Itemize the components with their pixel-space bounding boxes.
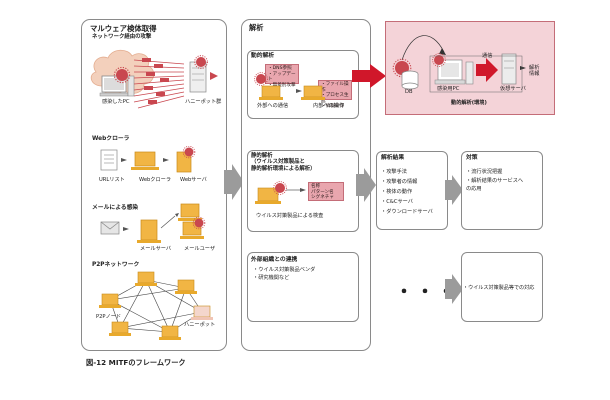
results-heading: 解析結果: [381, 155, 405, 161]
network-attack-diagram: [90, 49, 218, 109]
env-inner-frame: [429, 55, 523, 93]
p2p-node-icon: [109, 321, 131, 336]
p2p-node-icon: [175, 279, 197, 294]
analysis-panel-title: 解析: [249, 23, 264, 32]
results-item: ・攻撃者の情報: [381, 179, 418, 185]
url-list-icon: [100, 149, 118, 171]
arrow-icon: [121, 158, 127, 162]
static-analysis-heading: 静的解析 （ウイルス対策製品と 静的解析環境による解析）: [251, 153, 316, 172]
honeypot-group-label: ハニーポット群: [185, 99, 222, 105]
results-item: ・攻撃手法: [381, 169, 407, 175]
virus-icon: [113, 66, 131, 84]
virtual-server-icon: [501, 53, 517, 85]
mail-user-infected-icon: [180, 216, 206, 239]
flow-arrow-icon: [224, 164, 244, 200]
p2p-network-diagram: [99, 271, 213, 340]
web-server-icon: [176, 146, 196, 173]
countermeasures-item: ・流行状況把握: [466, 169, 503, 175]
environment-link-arrow: [352, 64, 386, 88]
analysis-info-label: 解析 情報: [529, 65, 540, 77]
mail-user-label: メールユーザ: [184, 246, 216, 252]
web-crawler-label: Webクローラ: [139, 177, 172, 183]
arrow-icon: [123, 227, 129, 231]
mail-server-icon: [137, 219, 161, 243]
arrow-icon: [520, 66, 526, 70]
arrow-line: [160, 215, 176, 229]
dynamic-analysis-icons: [254, 72, 325, 100]
arrow-icon: [163, 158, 169, 162]
p2p-honeypot-label: ハニーポット: [184, 322, 216, 328]
results-item: ・ダウンロードサーバ: [381, 209, 433, 215]
honeypot-icon: [191, 305, 213, 320]
p2p-heading: P2Pネットワーク: [92, 262, 140, 268]
av-response-box: [461, 252, 543, 322]
av-check-label: ウイルス対策製品による検査: [256, 213, 324, 219]
arrow-icon: [296, 89, 302, 93]
dynamic-env-diagram: [392, 35, 526, 93]
virtual-server-label: 仮想サーバ: [500, 86, 526, 92]
mail-heading: メールによる感染: [92, 205, 139, 211]
web-crawler-diagram: [100, 146, 196, 173]
p2p-node-icon: [135, 271, 157, 286]
url-list-label: URLリスト: [99, 177, 125, 183]
static-analysis-icons: [255, 181, 306, 204]
network-attack-heading: ネットワーク経由の攻撃: [92, 34, 152, 40]
countermeasures-heading: 対策: [466, 155, 478, 161]
attack-nodes: [142, 58, 169, 104]
continuation-ellipsis: ・・・: [395, 282, 458, 303]
internal-op-label: 内部への操作: [313, 103, 345, 109]
virus-icon: [273, 181, 287, 195]
mail-diagram: [100, 203, 206, 243]
mail-user-icon: [178, 203, 202, 221]
countermeasures-box: [461, 151, 543, 230]
web-crawler-pc-icon: [131, 151, 159, 170]
env-infection-pc-icon: [432, 53, 474, 85]
infected-pc-icon: [99, 75, 135, 97]
arrow-icon: [300, 188, 306, 192]
dynamic-pc-icon: [259, 85, 283, 100]
comm-label: 通信: [482, 53, 493, 59]
p2p-node-icon: [99, 293, 121, 308]
dynamic-env-panel: [385, 21, 555, 115]
flow-arrow-icon: [445, 274, 463, 304]
results-item: ・C&Cサーバ: [381, 199, 413, 205]
infected-pc-label: 感染したPC: [102, 99, 130, 105]
dynamic-analysis-heading: 動的解析: [251, 53, 275, 59]
countermeasures-item: ・解析結果のサービスへ の応用: [466, 178, 524, 192]
external-collab-item: ・ウイルス対策製品ベンダ: [253, 267, 316, 273]
av-response-label: ・ウイルス対策製品等での対応: [463, 285, 535, 291]
external-collab-item: ・研究機関など: [253, 275, 290, 281]
arrow-icon: [439, 48, 446, 55]
flow-arrow-icon: [356, 168, 376, 202]
web-crawler-heading: Webクローラ: [92, 136, 130, 142]
mail-server-label: メールサーバ: [140, 246, 172, 252]
honeypot-server-icon: [189, 55, 208, 93]
external-comm-box: ・DNS参照 ・アップデート ・無差別攻撃: [265, 64, 299, 88]
results-item: ・検体の動作: [381, 189, 413, 195]
results-box: [376, 151, 448, 230]
dynamic-env-title: 動的解析(環境): [451, 100, 487, 106]
external-collab-heading: 外部組織との連携: [251, 257, 298, 263]
signature-box: 名称 パターン名 シグネチャ: [308, 182, 344, 201]
figure-caption: 図-12 MITFのフレームワーク: [86, 358, 186, 367]
p2p-node-label: P2Pノード: [96, 314, 122, 320]
loop-arrow: [401, 35, 445, 61]
internal-op-box: ・ファイル操作 ・プロセス生成 ・情報取得: [318, 80, 352, 109]
mail-envelope-icon: [100, 221, 120, 235]
p2p-node-icon: [159, 325, 181, 340]
comm-arrow-icon: [476, 58, 498, 82]
arrow-icon: [175, 213, 179, 217]
virus-icon: [254, 72, 268, 86]
db-label: DB: [405, 89, 413, 95]
env-infection-pc-label: 感染用PC: [437, 86, 460, 92]
external-collab-box: [247, 252, 359, 322]
collection-panel-title: マルウェア検体取得: [90, 24, 157, 33]
db-icon: [401, 70, 419, 90]
external-comm-label: 外部への通信: [257, 103, 289, 109]
dynamic-pc-icon: [301, 85, 325, 100]
flow-arrow-icon: [445, 175, 463, 205]
web-server-label: Webサーバ: [180, 177, 207, 183]
arrow-head-icon: [210, 72, 218, 80]
